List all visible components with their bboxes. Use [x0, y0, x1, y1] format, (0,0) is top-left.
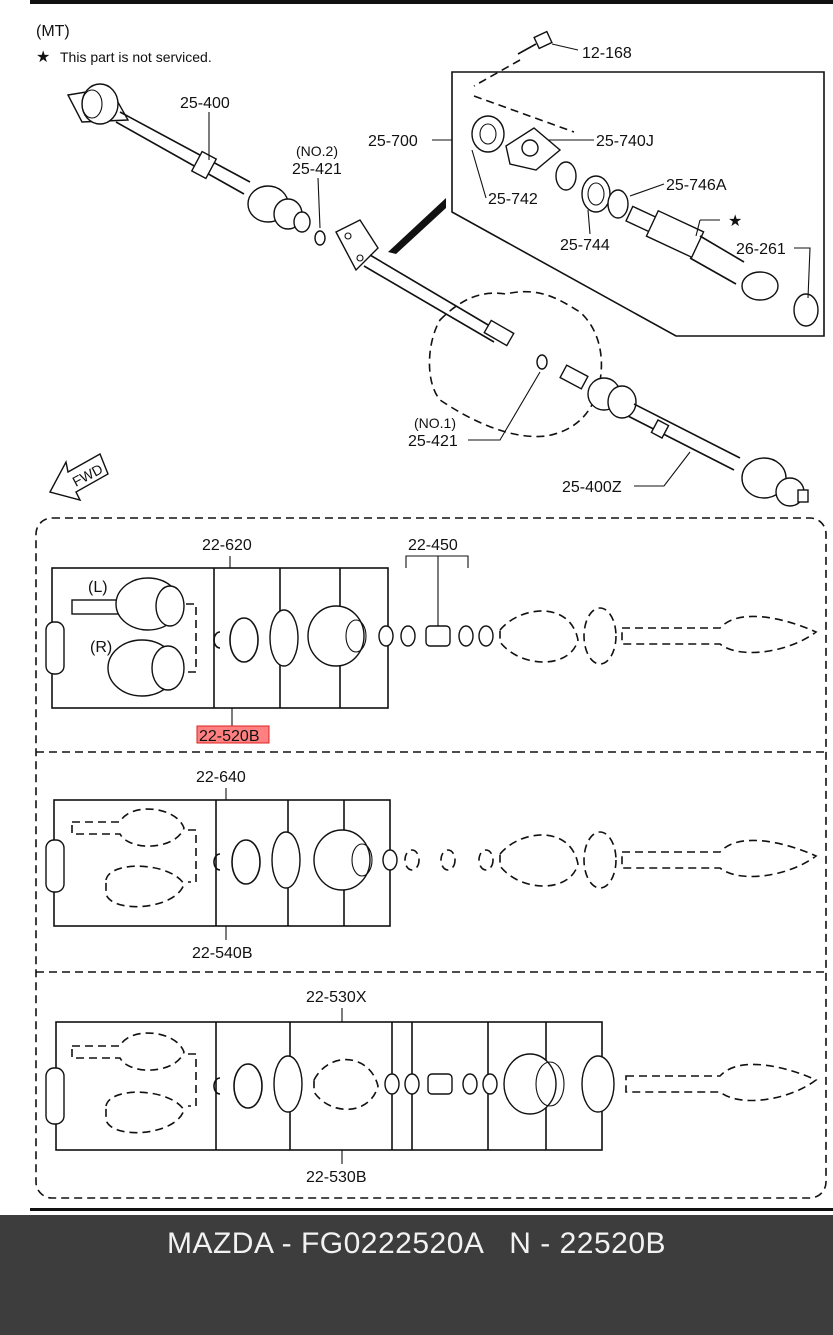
star-icon: ★ [36, 49, 50, 66]
label-25-742: 25-742 [488, 191, 538, 208]
bracket-22-450 [405, 555, 469, 568]
leader-25-400Z [634, 451, 691, 487]
clip-no1 [536, 354, 548, 370]
label-25-421-no1: 25-421 [408, 433, 458, 450]
label-22-520B: 22-520B [199, 728, 260, 745]
label-no2: (NO.2) [296, 143, 338, 159]
label-12-168: 12-168 [582, 45, 632, 62]
star-marker-icon: ★ [728, 213, 742, 230]
leader-25-421-no2 [317, 177, 321, 229]
clip-no2 [314, 230, 326, 246]
leader-26-261 [794, 247, 811, 299]
kits-dashed-frame [35, 517, 827, 1199]
note-text: This part is not serviced. [60, 49, 212, 65]
leader-25-421-no1 [468, 371, 541, 441]
leader-25-746A [629, 183, 665, 197]
bearing-parts [471, 95, 819, 327]
label-no1: (NO.1) [414, 415, 456, 431]
bolt-12-168 [473, 30, 553, 87]
label-22-450: 22-450 [408, 537, 458, 554]
top-border [30, 0, 833, 4]
kit-22-530X [45, 1021, 818, 1151]
bearing-detail-frame [451, 71, 825, 337]
label-22-640: 22-640 [196, 769, 246, 786]
part-number-caption: MAZDA - FG0222520A N - 22520B [166, 1227, 667, 1260]
label-22-530X: 22-530X [306, 989, 367, 1006]
leader-25-744 [587, 209, 591, 235]
intermediate-shaft [335, 219, 515, 347]
bottom-border [30, 1208, 833, 1211]
drive-shaft-left [66, 83, 311, 233]
label-25-744: 25-744 [560, 237, 610, 254]
label-25-400: 25-400 [180, 95, 230, 112]
label-25-740J: 25-740J [596, 133, 654, 150]
kit-22-640 [45, 799, 818, 927]
kit-22-620 [45, 567, 818, 709]
parts-diagram: (MT) ★ This part is not serviced. 25-400… [30, 0, 833, 1211]
leader-12-168 [551, 43, 579, 51]
detail-pointer [388, 198, 446, 254]
leader-25-742 [471, 149, 487, 199]
label-22-620: 22-620 [202, 537, 252, 554]
label-25-421-no2: 25-421 [292, 161, 342, 178]
fwd-arrow-icon: FWD [48, 452, 109, 502]
label-22-530B: 22-530B [306, 1169, 367, 1186]
label-right-joint: (R) [90, 639, 112, 656]
label-25-746A: 25-746A [666, 177, 727, 194]
label-25-400Z: 25-400Z [562, 479, 622, 496]
label-26-261: 26-261 [736, 241, 786, 258]
footer-bar: MAZDA - FG0222520A N - 22520B [0, 1215, 833, 1335]
leader-star [695, 219, 701, 237]
label-22-540B: 22-540B [192, 945, 253, 962]
label-left-joint: (L) [88, 579, 108, 596]
label-25-700: 25-700 [368, 133, 418, 150]
drive-shaft-right [559, 364, 809, 507]
variant-label: (MT) [36, 23, 70, 40]
highlight-22-520B [196, 725, 270, 744]
